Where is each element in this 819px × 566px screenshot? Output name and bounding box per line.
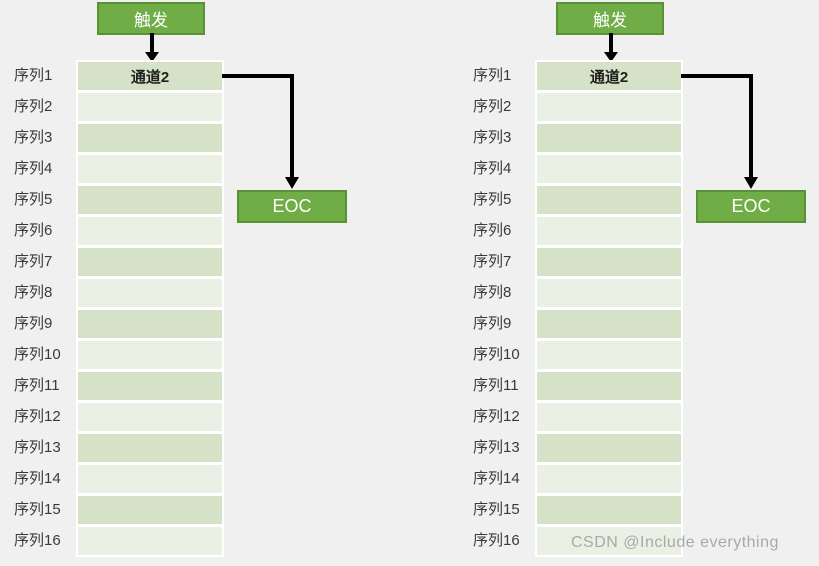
sequence-cell (537, 248, 681, 276)
sequence-label: 序列1 (473, 67, 512, 84)
csdn-watermark: CSDN @Include everything (571, 534, 779, 551)
sequence-cell (537, 403, 681, 431)
trigger-down-arrow-icon (145, 33, 159, 62)
sequence-label: 序列9 (14, 315, 53, 332)
sequence-cell (78, 279, 222, 307)
sequence-cell (537, 434, 681, 462)
sequence-label: 序列8 (473, 284, 512, 301)
sequence-table: 通道2 (76, 60, 224, 557)
sequence-label: 序列15 (14, 501, 61, 518)
sequence-label: 序列14 (473, 470, 520, 487)
sequence-cell (78, 217, 222, 245)
sequence-label: 序列12 (473, 408, 520, 425)
sequence-cell (537, 465, 681, 493)
sequence-label: 序列15 (473, 501, 520, 518)
sequence-label: 序列16 (14, 532, 61, 549)
sequence-label-column: 序列1 序列2 序列3 序列4 序列5 序列6 序列7 序列8 序列9 序列10 序列11 序列12 序… (467, 62, 535, 555)
sequence-cell (78, 124, 222, 152)
sequence-cell (537, 155, 681, 183)
trigger-down-arrow-icon (604, 33, 618, 62)
sequence-label: 序列14 (14, 470, 61, 487)
sequence-label: 序列2 (14, 98, 53, 115)
sequence-label: 序列13 (473, 439, 520, 456)
eoc-box: EOC (696, 190, 806, 223)
sequence-cell (537, 124, 681, 152)
trigger-box: 触发 (97, 2, 205, 35)
trigger-label: 触发 (593, 11, 627, 30)
sequence-label: 序列7 (14, 253, 53, 270)
sequence-label: 序列10 (14, 346, 61, 363)
sequence-label: 序列3 (14, 129, 53, 146)
sequence-label: 序列11 (473, 377, 519, 394)
sequence-table: 通道2 (535, 60, 683, 557)
sequence-cell: 通道2 (537, 62, 681, 90)
trigger-box: 触发 (556, 2, 664, 35)
sequence-label: 序列4 (14, 160, 53, 177)
sequence-label: 序列16 (473, 532, 520, 549)
eoc-label: EOC (731, 196, 771, 216)
sequence-cell (78, 186, 222, 214)
sequence-label: 序列11 (14, 377, 60, 394)
eoc-box: EOC (237, 190, 347, 223)
sequence-label: 序列6 (473, 222, 512, 239)
sequence-label: 序列8 (14, 284, 53, 301)
sequence-cell (537, 93, 681, 121)
eoc-elbow-arrow-icon (681, 74, 758, 189)
sequence-label: 序列1 (14, 67, 53, 84)
sequence-label: 序列4 (473, 160, 512, 177)
sequence-cell (78, 527, 222, 555)
sequence-cell (78, 310, 222, 338)
sequence-cell (537, 372, 681, 400)
sequence-label: 序列5 (14, 191, 53, 208)
sequence-label: 序列2 (473, 98, 512, 115)
sequence-cell (78, 465, 222, 493)
sequence-label: 序列13 (14, 439, 61, 456)
sequence-cell (537, 186, 681, 214)
sequence-label: 序列7 (473, 253, 512, 270)
sequence-cell (78, 403, 222, 431)
sequence-cell (537, 527, 681, 555)
sequence-label: 序列6 (14, 222, 53, 239)
sequence-cell (78, 434, 222, 462)
sequence-cell (537, 310, 681, 338)
sequence-cell (537, 217, 681, 245)
sequence-cell (78, 155, 222, 183)
trigger-label: 触发 (134, 11, 168, 30)
sequence-label-column: 序列1 序列2 序列3 序列4 序列5 序列6 序列7 序列8 序列9 序列10 序列11 序列12 序… (8, 62, 76, 555)
sequence-label: 序列5 (473, 191, 512, 208)
eoc-elbow-arrow-icon (222, 74, 299, 189)
sequence-label: 序列12 (14, 408, 61, 425)
sequence-cell (78, 372, 222, 400)
eoc-label: EOC (272, 196, 312, 216)
sequence-cell (78, 248, 222, 276)
sequence-cell (537, 279, 681, 307)
sequence-cell (78, 93, 222, 121)
sequence-cell (537, 496, 681, 524)
sequence-cell (78, 496, 222, 524)
sequence-label: 序列9 (473, 315, 512, 332)
sequence-label: 序列3 (473, 129, 512, 146)
sequence-cell (537, 341, 681, 369)
sequence-label: 序列10 (473, 346, 520, 363)
sequence-cell (78, 341, 222, 369)
sequence-cell: 通道2 (78, 62, 222, 90)
